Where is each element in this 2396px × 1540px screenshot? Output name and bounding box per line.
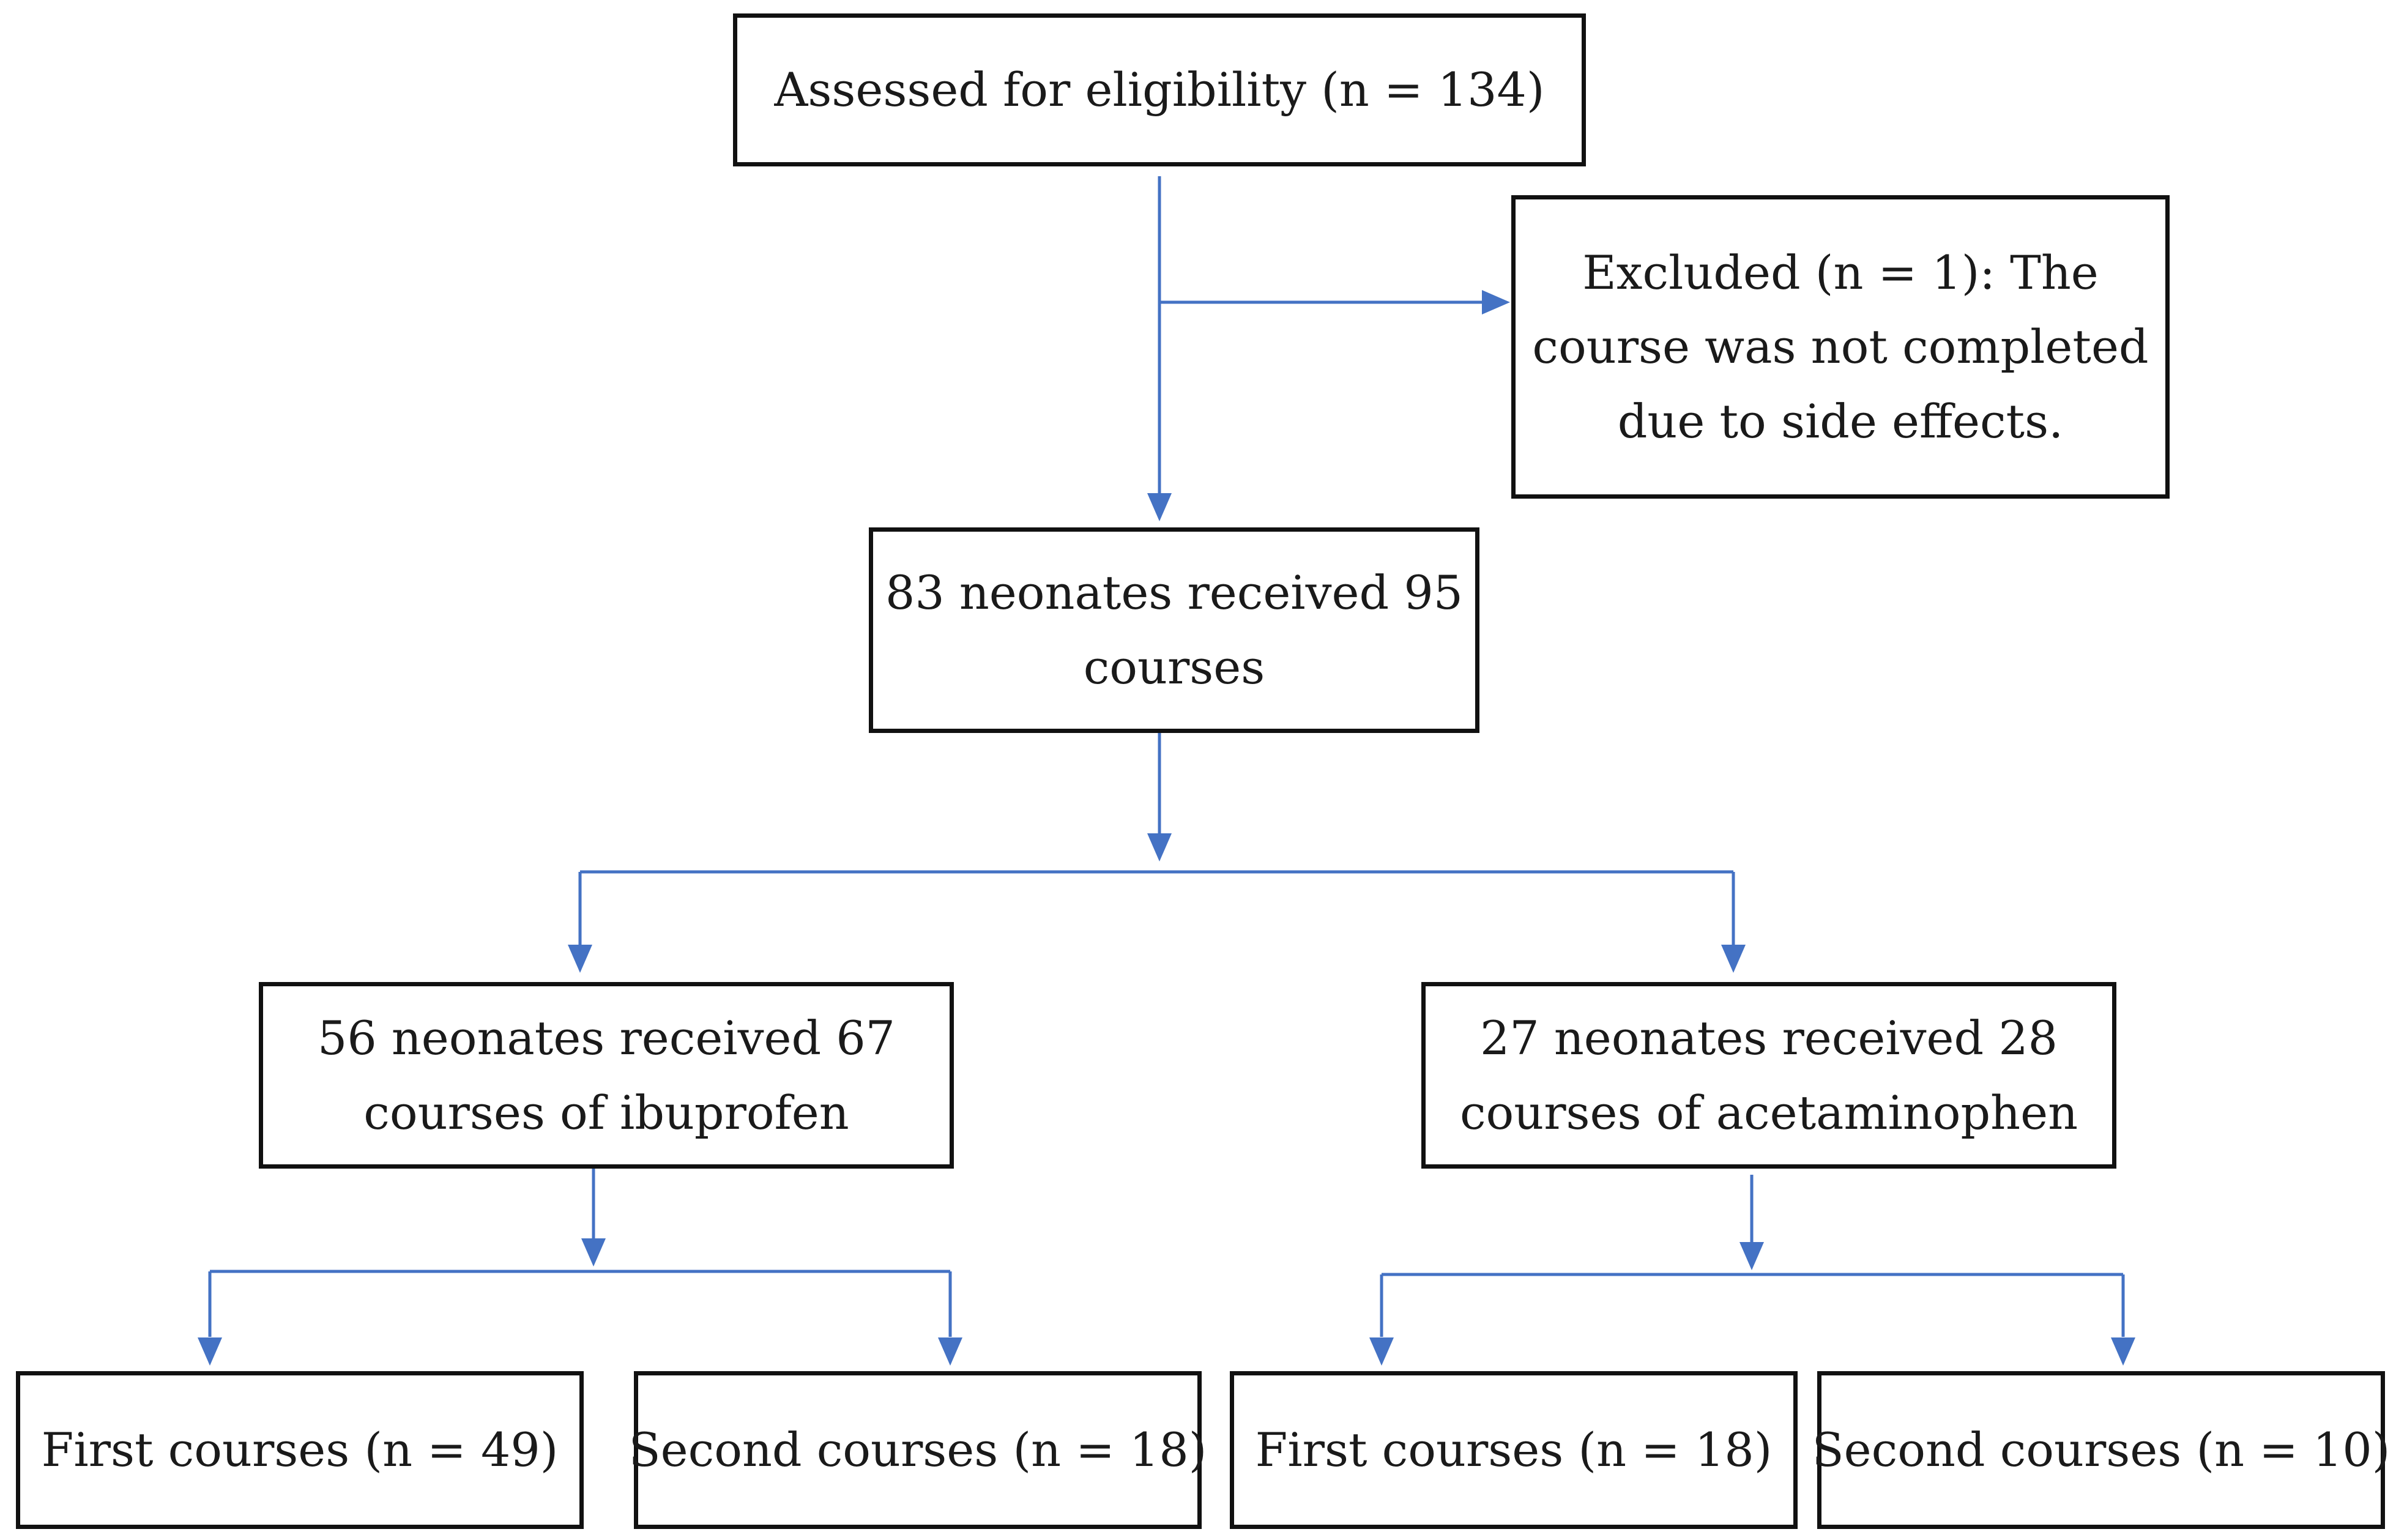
excluded-box: Excluded (n = 1): The course was not com… [1511, 195, 2170, 499]
acetaminophen-first-courses-box: First courses (n = 18) [1230, 1371, 1798, 1529]
acetaminophen-line-1: 27 neonates received 28 [1479, 1010, 2058, 1065]
ibuprofen-down-arrowhead [581, 1238, 606, 1267]
acetaminophen-line-2: courses of acetaminophen [1459, 1085, 2078, 1140]
assessed-text: Assessed for eligibility (n = 134) [774, 62, 1545, 117]
acetaminophen-second-courses-box: Second courses (n = 10) [1812, 1371, 2390, 1529]
ibuprofen-line-1: 56 neonates received 67 [317, 1010, 896, 1065]
excluded-line-3: due to side effects. [1617, 393, 2064, 448]
excluded-branch-arrowhead [1482, 290, 1510, 314]
acetaminophen-down-arrowhead [1739, 1242, 1764, 1270]
ibuprofen-first-arrowhead [198, 1337, 222, 1366]
assessed-box: Assessed for eligibility (n = 134) [733, 13, 1586, 166]
assessed-to-received-arrowhead [1147, 493, 1172, 521]
acetaminophen-first-courses-text: First courses (n = 18) [1255, 1423, 1773, 1478]
acetaminophen-second-arrowhead [2111, 1337, 2135, 1366]
ibuprofen-second-courses-text: Second courses (n = 18) [628, 1423, 1207, 1478]
ibuprofen-first-courses-box: First courses (n = 49) [16, 1371, 584, 1529]
ibuprofen-second-courses-box: Second courses (n = 18) [629, 1371, 1207, 1529]
received-down-arrowhead [1147, 833, 1172, 861]
to-ibuprofen-arrowhead [568, 945, 592, 973]
received-line-1: 83 neonates received 95 [885, 565, 1464, 620]
ibuprofen-first-courses-text: First courses (n = 49) [41, 1423, 559, 1478]
excluded-line-1: Excluded (n = 1): The [1582, 245, 2099, 300]
received-box: 83 neonates received 95 courses [869, 527, 1479, 733]
ibuprofen-line-2: courses of ibuprofen [363, 1085, 849, 1140]
ibuprofen-second-arrowhead [938, 1337, 962, 1366]
acetaminophen-box: 27 neonates received 28 courses of aceta… [1421, 982, 2116, 1169]
excluded-line-2: course was not completed [1532, 319, 2149, 374]
ibuprofen-box: 56 neonates received 67 courses of ibupr… [259, 982, 954, 1169]
acetaminophen-second-courses-text: Second courses (n = 10) [1812, 1423, 2390, 1478]
to-acetaminophen-arrowhead [1721, 945, 1746, 973]
acetaminophen-first-arrowhead [1369, 1337, 1394, 1366]
received-line-2: courses [1083, 640, 1265, 694]
